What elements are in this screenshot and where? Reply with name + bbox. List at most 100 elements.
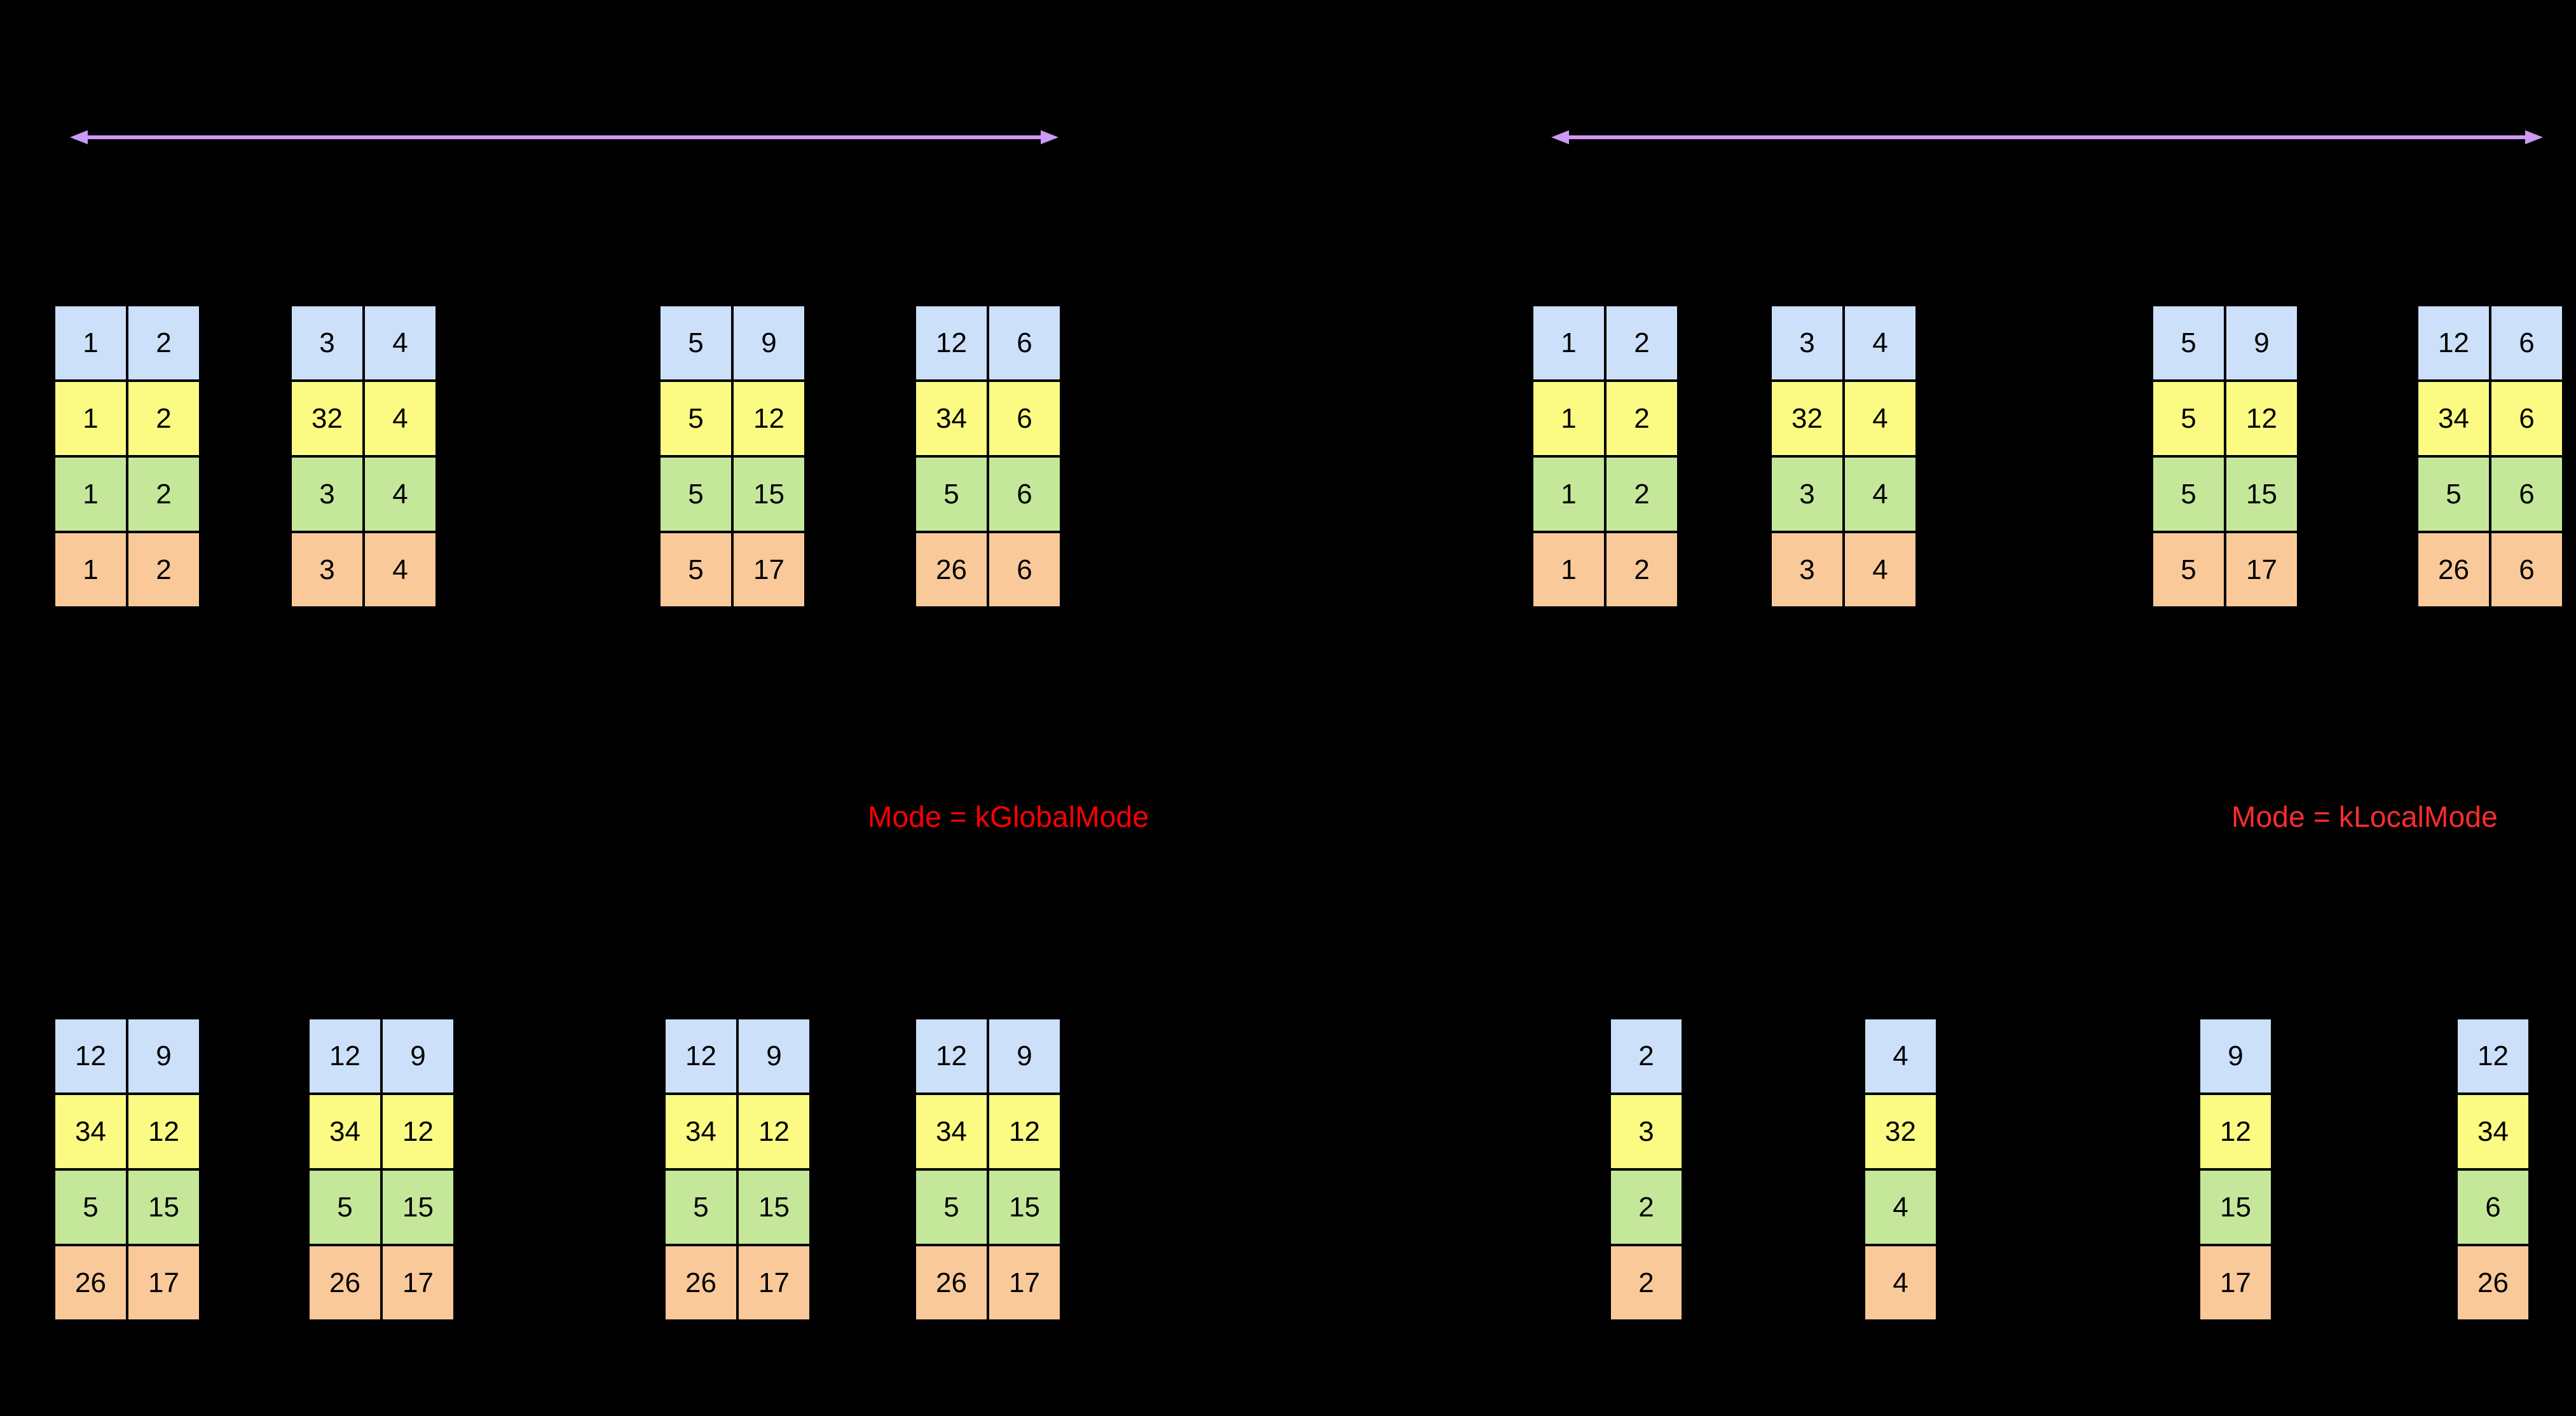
grid-cell: 26 [2417, 532, 2490, 608]
grid-row: 9 [2199, 1018, 2272, 1094]
grid-row: 12 [2456, 1018, 2530, 1094]
grid-cell: 4 [364, 532, 437, 608]
grid-cell: 26 [54, 1245, 127, 1321]
grid-cell: 3 [1771, 456, 1844, 532]
grid-cell: 34 [915, 381, 988, 456]
mode-label-global: Mode = kGlobalMode [868, 800, 1149, 833]
grid-cell: 5 [659, 532, 732, 608]
grid-cell: 12 [664, 1018, 737, 1094]
grid-cell: 2 [127, 456, 200, 532]
grid-cell: 17 [381, 1245, 455, 1321]
grid-cell: 4 [1864, 1245, 1937, 1321]
grid-cell: 4 [364, 381, 437, 456]
grid-cell: 15 [2199, 1169, 2272, 1245]
grid-cell: 5 [2152, 305, 2225, 381]
grid-cell: 6 [988, 532, 1061, 608]
grid-cell: 15 [988, 1169, 1061, 1245]
grid-cell: 26 [2456, 1245, 2530, 1321]
grid-row: 17 [2199, 1245, 2272, 1321]
grid-row: 32 [1864, 1094, 1937, 1169]
grid-cell: 15 [381, 1169, 455, 1245]
grid-cell: 5 [2417, 456, 2490, 532]
grid-cell: 15 [737, 1169, 811, 1245]
grid-cell: 12 [915, 1018, 988, 1094]
grid-cell: 1 [54, 532, 127, 608]
grid-cell: 12 [127, 1094, 200, 1169]
grid-cell: 17 [988, 1245, 1061, 1321]
grid-cell: 3 [1771, 305, 1844, 381]
grid-cell: 15 [2225, 456, 2298, 532]
grid-cell: 17 [732, 532, 805, 608]
grid-cell: 6 [2490, 305, 2563, 381]
grid-cell: 9 [127, 1018, 200, 1094]
grid-row: 2 [1610, 1169, 1683, 1245]
grid-cell: 34 [664, 1094, 737, 1169]
grid-cell: 5 [2152, 456, 2225, 532]
grid-cell: 5 [2152, 532, 2225, 608]
grid-cell: 5 [659, 305, 732, 381]
grid-cell: 4 [1844, 305, 1917, 381]
grid-cell: 17 [2199, 1245, 2272, 1321]
grid-cell: 4 [1844, 381, 1917, 456]
grid-cell: 34 [308, 1094, 381, 1169]
left-span-arrow [70, 130, 1058, 144]
grid-cell: 2 [1605, 532, 1678, 608]
grid-cell: 12 [308, 1018, 381, 1094]
grid-cell: 4 [364, 305, 437, 381]
grid-cell: 12 [988, 1094, 1061, 1169]
grid-cell: 4 [364, 456, 437, 532]
grid-cell: 2 [1605, 305, 1678, 381]
grid-cell: 4 [1864, 1018, 1937, 1094]
grid-row: 6 [2456, 1169, 2530, 1245]
grid-cell: 32 [1864, 1094, 1937, 1169]
grid-cell: 15 [732, 456, 805, 532]
grid-cell: 34 [915, 1094, 988, 1169]
grid-cell: 26 [915, 532, 988, 608]
grid-cell: 1 [54, 305, 127, 381]
grid-cell: 2 [1610, 1018, 1683, 1094]
arrow-head-left-icon [1551, 130, 1569, 144]
grid-row: 4 [1864, 1018, 1937, 1094]
grid-cell: 2 [1610, 1169, 1683, 1245]
grid-cell: 4 [1844, 456, 1917, 532]
grid-cell: 5 [659, 381, 732, 456]
